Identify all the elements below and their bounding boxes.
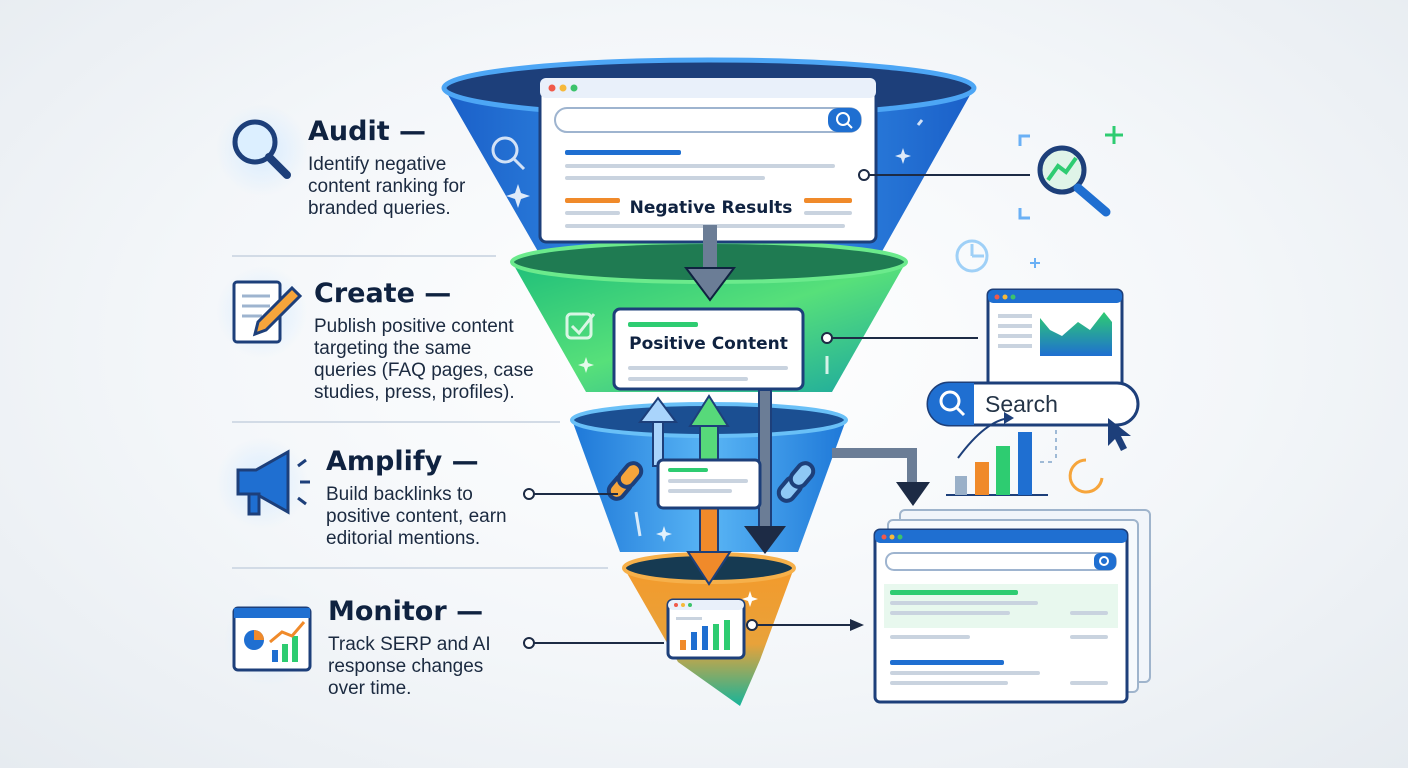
- step-monitor: Monitor — Track SERP and AI response cha…: [328, 596, 491, 700]
- step-title: Monitor —: [328, 596, 484, 627]
- step-description-line: over time.: [328, 678, 412, 699]
- sparkle-icon: [895, 148, 911, 164]
- step-description: Track SERP and AI response changes over …: [328, 634, 491, 700]
- funnel-small-icons: [491, 119, 924, 537]
- step-title: Create —: [314, 278, 452, 309]
- amplify-arrows: [638, 389, 786, 586]
- checkbox-icon: [565, 312, 593, 340]
- growth-bar-chart: [946, 412, 1104, 496]
- positive-content-label: Positive Content: [629, 334, 788, 354]
- amplify-icon-group: [216, 437, 310, 529]
- search-icon: [836, 112, 850, 126]
- serp-search-bar: [885, 552, 1117, 571]
- analytics-browser: [986, 288, 1124, 392]
- step-description-line: content ranking for: [308, 176, 466, 197]
- step-title: Audit —: [308, 116, 427, 147]
- arrow-to-serp: [850, 619, 864, 631]
- chain-link-icon: [776, 461, 816, 503]
- cursor-icon: [1108, 418, 1131, 451]
- step-description-line: positive content, earn: [326, 506, 507, 527]
- step-separators: [232, 255, 608, 569]
- clock-decoration: [955, 239, 989, 273]
- sparkle-icon: [506, 184, 530, 208]
- monitor-mini-dashboard: [666, 591, 758, 660]
- arrow-negative-to-positive: [684, 225, 736, 302]
- create-icon-group: [216, 266, 308, 358]
- search-icon: [491, 136, 519, 164]
- sparkle-icon: [578, 357, 594, 373]
- step-description-line: response changes: [328, 656, 484, 677]
- arrow-to-results: [832, 448, 930, 506]
- megaphone-icon: [236, 449, 290, 515]
- chain-link-icon: [606, 461, 644, 501]
- connector-dot: [746, 619, 758, 631]
- step-description: Publish positive content targeting the s…: [314, 316, 534, 404]
- sparkle-icon: [656, 526, 672, 542]
- step-title: Amplify —: [326, 446, 479, 477]
- connectors: [523, 169, 1030, 649]
- monitor-icon-group: [224, 594, 316, 686]
- step-description-line: Publish positive content: [314, 316, 514, 337]
- connector-dot: [858, 169, 870, 181]
- step-amplify: Amplify — Build backlinks to positive co…: [326, 446, 507, 550]
- step-description: Identify negative content ranking for br…: [308, 154, 465, 220]
- search-widget: [926, 381, 1140, 451]
- serp-results-stack: [873, 509, 1151, 704]
- search-icon: [939, 390, 961, 412]
- step-description-line: queries (FAQ pages, case: [314, 360, 534, 381]
- step-description-line: Identify negative: [308, 154, 447, 175]
- negative-results-label: Negative Results: [629, 198, 793, 218]
- connector-dot: [821, 332, 833, 344]
- step-description: Build backlinks to positive content, ear…: [326, 484, 507, 550]
- step-audit: Audit — Identify negative content rankin…: [308, 116, 465, 220]
- search-field-text: Search: [985, 391, 1058, 417]
- positive-content-card: [612, 307, 805, 391]
- amplify-content-card: [656, 458, 762, 510]
- step-create: Create — Publish positive content target…: [314, 278, 534, 404]
- connector-dot: [523, 637, 535, 649]
- negative-search-bar: [554, 107, 862, 133]
- step-description-line: targeting the same: [314, 338, 472, 359]
- step-description-line: Build backlinks to: [326, 484, 473, 505]
- audit-icon-group: [216, 104, 308, 196]
- funnel-sparkles: [506, 148, 911, 542]
- step-description-line: editorial mentions.: [326, 528, 481, 549]
- pencil-icon: [252, 285, 303, 337]
- magnifier-chart-icon: [1018, 126, 1123, 268]
- magnifier-icon: [232, 119, 278, 165]
- step-description-line: branded queries.: [308, 198, 451, 219]
- step-description-line: Track SERP and AI: [328, 634, 491, 655]
- connector-dot: [523, 488, 535, 500]
- step-description-line: studies, press, profiles).: [314, 382, 515, 403]
